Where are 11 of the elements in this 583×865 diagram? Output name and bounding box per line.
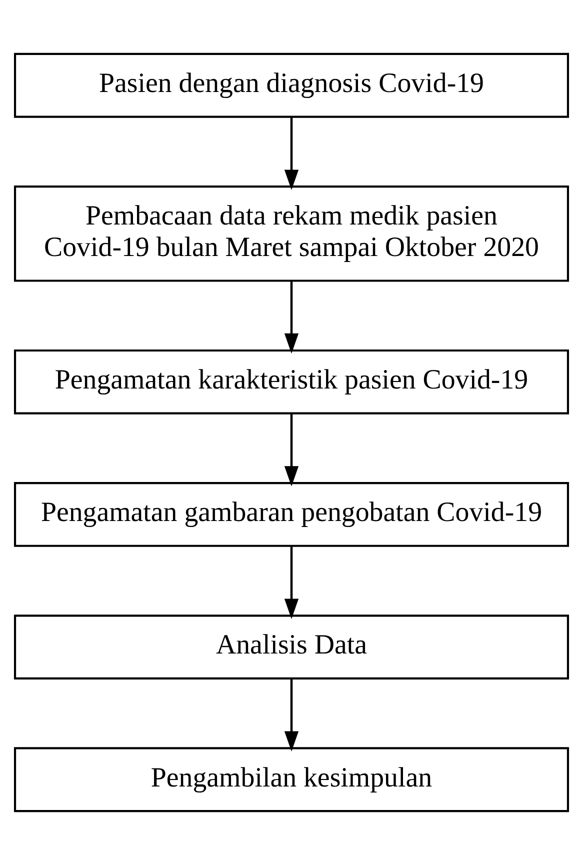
- arrow: [284, 414, 299, 486]
- arrow: [284, 678, 299, 752]
- arrow: [284, 117, 299, 190]
- node-box: Pasien dengan diagnosis Covid-19: [14, 52, 570, 118]
- node-box: Pengamatan gambaran pengobatan Covid-19: [14, 482, 570, 547]
- node-box: Pengambilan kesimpulan: [14, 747, 570, 812]
- arrow: [284, 546, 299, 619]
- node-box: Pengamatan karakteristik pasien Covid-19: [14, 349, 570, 414]
- arrow: [284, 281, 299, 354]
- node-box: Pembacaan data rekam medik pasien Covid-19 bulan Maret sampai Oktober 2020: [14, 186, 570, 282]
- node-box: Analisis Data: [14, 614, 570, 680]
